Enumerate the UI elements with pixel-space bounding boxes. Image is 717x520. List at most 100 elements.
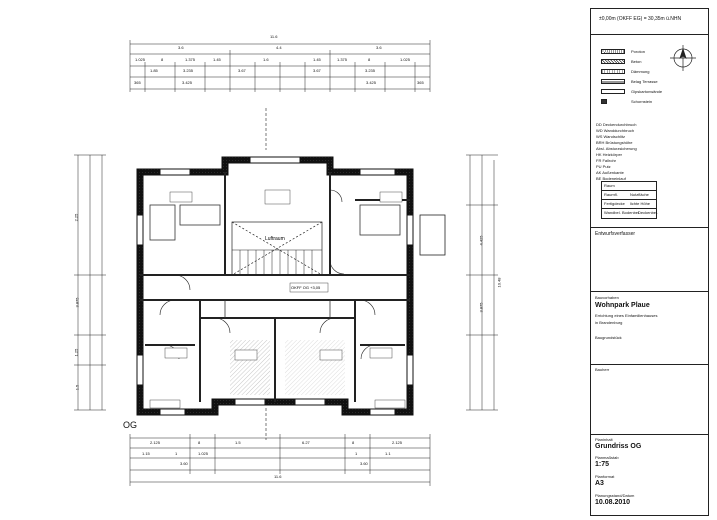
wet-room-hatching bbox=[230, 340, 345, 395]
dim-top-t: 3.425 bbox=[366, 80, 377, 85]
room-key-cell: Wandbel. bbox=[604, 210, 621, 215]
void-label: Luftraum bbox=[265, 236, 285, 242]
abbreviation-item: BRH Brüstungshöhe bbox=[596, 140, 633, 145]
dim-top-k: 8 bbox=[368, 57, 371, 62]
dim-right-total: 10.48 bbox=[496, 277, 502, 288]
dim-top-m: 1.85 bbox=[150, 68, 158, 73]
abbreviation-item: FR Fallrohr bbox=[596, 158, 617, 163]
dim-right-b: 3.875 bbox=[478, 302, 484, 313]
plan-format: A3 bbox=[595, 480, 604, 487]
legend-swatch-schornstein bbox=[601, 99, 607, 104]
dim-top-o: 3.67 bbox=[238, 68, 246, 73]
dim-top-f: 1.375 bbox=[185, 57, 196, 62]
legend-swatch-terrasse bbox=[601, 79, 625, 84]
project-description-2: in Brandenburg bbox=[595, 320, 623, 325]
dim-bottom-h: 1 bbox=[175, 451, 178, 456]
room-key-cell: lichte Höhe bbox=[630, 201, 651, 206]
legend-label-beton: Beton bbox=[631, 59, 642, 64]
dim-top-d: 1.025 bbox=[135, 57, 146, 62]
dim-right-a: 4.425 bbox=[478, 235, 484, 246]
legend-label-daemmung: Dämmung bbox=[631, 69, 650, 74]
owner-label: Bauherr bbox=[595, 367, 610, 372]
dim-bottom-l: 3.60 bbox=[180, 461, 188, 466]
dim-total-top: 11.6 bbox=[270, 34, 278, 39]
legend-label-poroton: Poroton bbox=[631, 49, 646, 54]
dim-top-i: 1.45 bbox=[313, 57, 321, 62]
dim-left-a: 2.25 bbox=[73, 213, 79, 222]
dim-bottom-d: 6.27 bbox=[302, 440, 310, 445]
room-key-table: Raum Raumfl. Nutzfläche Fertigdecke lich… bbox=[601, 181, 658, 219]
legend-label-gipskarton: Gipskartonwände bbox=[631, 89, 663, 94]
dim-top-s: 3.425 bbox=[182, 80, 193, 85]
legend-swatch-beton bbox=[601, 59, 625, 64]
title-block-divider bbox=[591, 34, 708, 35]
format-label: Planformat bbox=[595, 474, 615, 479]
dim-bottom-c: 1.5 bbox=[235, 440, 241, 445]
dim-left-d: 1.5 bbox=[74, 384, 80, 391]
dim-top-r: 365 bbox=[134, 80, 141, 85]
dim-left-c: 1.25 bbox=[73, 348, 79, 357]
dim-top-q: 3.235 bbox=[365, 68, 376, 73]
dim-bottom-e: 8 bbox=[352, 440, 355, 445]
legend-label-terrasse: Belag Terrasse bbox=[631, 79, 658, 84]
project-name: Wohnpark Plaue bbox=[595, 302, 650, 309]
stair-treads bbox=[232, 249, 322, 275]
room-key-cell: Fertigdecke bbox=[604, 201, 625, 206]
dim-top-a: 3.6 bbox=[178, 45, 184, 50]
dim-bottom-m: 3.60 bbox=[360, 461, 368, 466]
interior-walls bbox=[140, 172, 410, 402]
top-dimension-chains bbox=[129, 40, 431, 92]
annexe-box bbox=[419, 214, 446, 256]
dim-top-c: 3.6 bbox=[376, 45, 382, 50]
legend-swatch-gipskarton bbox=[601, 89, 625, 94]
date-label: Planungsstand/Datum bbox=[595, 493, 635, 498]
plan-scale: 1:75 bbox=[595, 461, 610, 468]
plot-label: Baugrundstück bbox=[595, 335, 622, 340]
project-description-1: Errichtung eines Einfamilienhauses bbox=[595, 313, 658, 318]
dim-top-h: 1.6 bbox=[263, 57, 269, 62]
exterior-walls bbox=[136, 156, 414, 416]
room-key-cell: Bodenbel. bbox=[622, 210, 641, 215]
right-dimension-chains bbox=[466, 154, 498, 411]
level-label: OKFF OG +3,05 bbox=[291, 285, 321, 290]
abbreviation-item: WS Wandschlitz bbox=[596, 134, 625, 139]
dim-top-j: 1.375 bbox=[337, 57, 348, 62]
plan-content: Grundriss OG bbox=[595, 443, 642, 450]
reference-height: ±0,00m (OKFF EG) = 30,35m ü.NHN bbox=[599, 16, 682, 22]
dim-bottom-a: 2.125 bbox=[150, 440, 161, 445]
windows bbox=[136, 156, 414, 416]
abbreviation-item: Absl. Absturzsicherung bbox=[596, 146, 637, 151]
title-block: ±0,00m (OKFF EG) = 30,35m ü.NHN Poroton … bbox=[590, 8, 709, 516]
project-label: Bauvorhaben bbox=[595, 295, 619, 300]
room-key-cell: Nutzfläche bbox=[630, 192, 649, 197]
dim-bottom-g: 1.15 bbox=[142, 451, 150, 456]
dim-total-bottom: 11.6 bbox=[274, 474, 282, 479]
dim-bottom-f: 2.125 bbox=[392, 440, 403, 445]
stair-void bbox=[231, 221, 323, 276]
room-key-header: Raum bbox=[604, 183, 615, 188]
dim-top-p: 3.67 bbox=[313, 68, 321, 73]
room-tag-boxes bbox=[149, 189, 406, 409]
dim-top-g: 1.45 bbox=[213, 57, 221, 62]
legend-swatch-poroton bbox=[601, 49, 625, 54]
room-key-cell: Raumfl. bbox=[604, 192, 618, 197]
left-dimension-chains bbox=[74, 154, 106, 411]
dim-bottom-i: 1.025 bbox=[198, 451, 209, 456]
legend-label-schornstein: Schornstein bbox=[631, 99, 653, 104]
abbreviation-item: WD Wanddurchbruch bbox=[596, 128, 635, 133]
plan-date: 10.08.2010 bbox=[595, 499, 631, 506]
plan-content-label: Planinhalt bbox=[595, 437, 613, 442]
dim-bottom-b: 8 bbox=[198, 440, 201, 445]
abbreviation-item: HK Heizkörper bbox=[596, 152, 623, 157]
abbreviation-item: AK Außenkante bbox=[596, 170, 624, 175]
floor-label: OG bbox=[123, 420, 138, 430]
dim-top-l: 1.025 bbox=[400, 57, 411, 62]
abbreviation-item: DD Deckendurchbruch bbox=[596, 122, 637, 127]
dim-top-u: 365 bbox=[417, 80, 424, 85]
scale-label: Planmaßstab bbox=[595, 455, 619, 460]
legend-swatch-daemmung bbox=[601, 69, 625, 74]
dim-top-b: 4.4 bbox=[276, 45, 282, 50]
north-arrow bbox=[670, 45, 696, 71]
dim-top-n: 3.235 bbox=[183, 68, 194, 73]
